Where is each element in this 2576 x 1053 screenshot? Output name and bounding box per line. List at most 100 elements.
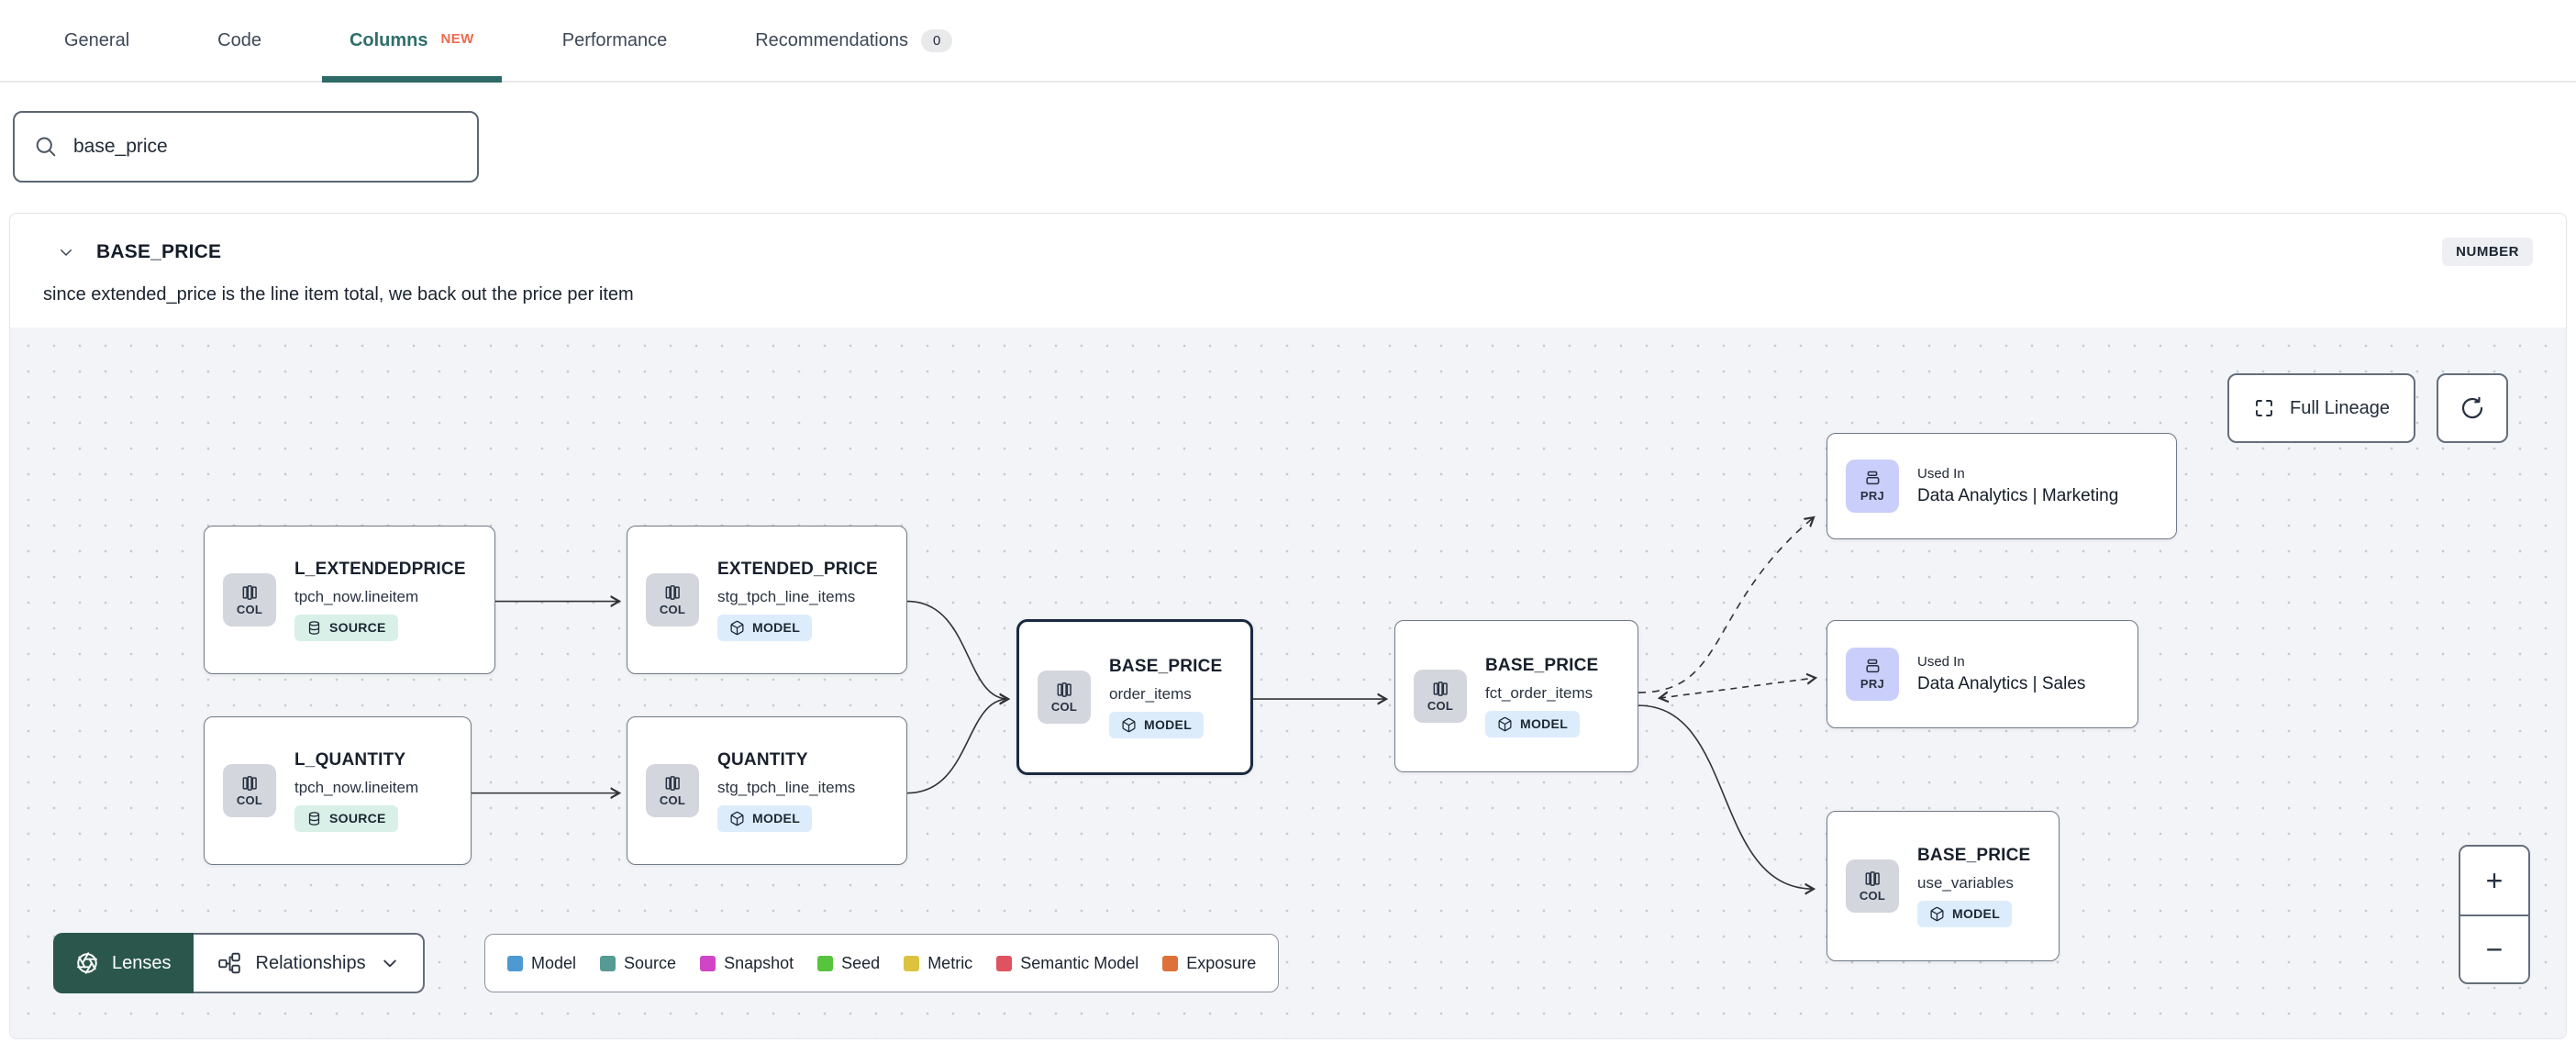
cube-icon — [730, 811, 744, 826]
zoom-in-button[interactable]: + — [2460, 847, 2528, 914]
lineage-node-base-price-fct-order-items[interactable]: COL BASE_PRICE fct_order_items MODEL — [1394, 620, 1638, 772]
lineage-canvas[interactable]: COL L_EXTENDEDPRICE tpch_now.lineitem SO… — [10, 327, 2566, 1038]
column-type-badge: NUMBER — [2442, 238, 2533, 266]
lineage-node-l-quantity[interactable]: COL L_QUANTITY tpch_now.lineitem SOURCE — [204, 716, 472, 865]
column-badge: COL — [1414, 670, 1467, 723]
relationships-label: Relationships — [255, 952, 366, 973]
tab-general[interactable]: General — [37, 0, 157, 81]
node-subtitle: order_items — [1109, 684, 1192, 703]
tab-performance[interactable]: Performance — [535, 0, 695, 81]
legend-swatch — [700, 955, 716, 971]
lenses-toolbar: Lenses Relationships — [53, 933, 425, 993]
tab-columns[interactable]: Columns NEW — [321, 0, 502, 83]
lineage-node-quantity[interactable]: COL QUANTITY stg_tpch_line_items MODEL — [627, 716, 907, 865]
full-lineage-label: Full Lineage — [2290, 397, 2390, 418]
legend-item-model: Model — [507, 954, 576, 973]
relationships-icon — [217, 952, 240, 974]
tab-code[interactable]: Code — [190, 0, 289, 81]
search-row — [13, 111, 2576, 183]
edge-fct-sales — [1660, 678, 1815, 698]
search-input[interactable] — [73, 136, 459, 158]
columns-icon — [665, 776, 680, 791]
new-badge: NEW — [440, 30, 474, 47]
legend-item-source: Source — [600, 954, 676, 973]
column-name: BASE_PRICE — [96, 240, 222, 262]
expand-icon — [2256, 400, 2272, 416]
columns-icon — [1865, 871, 1880, 886]
cube-icon — [1498, 716, 1512, 731]
node-title: L_EXTENDEDPRICE — [294, 559, 466, 579]
cube-icon — [1122, 717, 1136, 732]
zoom-out-button[interactable]: − — [2460, 914, 2528, 982]
column-badge: COL — [1038, 671, 1091, 724]
legend-swatch — [507, 955, 523, 971]
columns-icon — [1057, 682, 1071, 697]
model-kind-badge: MODEL — [717, 614, 813, 641]
columns-icon — [242, 776, 257, 791]
project-name: Data Analytics | Sales — [1917, 674, 2086, 693]
lineage-node-used-in-sales[interactable]: PRJ Used In Data Analytics | Sales — [1827, 620, 2138, 728]
legend-swatch — [904, 955, 920, 971]
legend-swatch — [1162, 955, 1179, 971]
legend-item-metric: Metric — [904, 954, 972, 973]
project-badge: PRJ — [1846, 460, 1899, 513]
node-title: BASE_PRICE — [1917, 845, 2031, 865]
project-name: Data Analytics | Marketing — [1917, 486, 2119, 505]
model-kind-badge: MODEL — [1109, 711, 1205, 738]
legend-item-seed: Seed — [817, 954, 880, 973]
used-in-label: Used In — [1917, 466, 1965, 482]
tab-label: Performance — [561, 29, 668, 50]
chevron-down-icon — [383, 959, 396, 968]
relationships-dropdown[interactable]: Relationships — [193, 933, 425, 993]
tab-label: Code — [217, 29, 261, 50]
model-kind-badge: MODEL — [1485, 710, 1581, 737]
column-description: since extended_price is the line item to… — [43, 284, 634, 305]
stack-icon — [1866, 659, 1880, 673]
column-badge: COL — [646, 573, 699, 626]
tab-recommendations[interactable]: Recommendations 0 — [727, 0, 980, 81]
edge-fct-marketing — [1638, 517, 1814, 693]
column-search-box[interactable] — [13, 111, 479, 183]
node-subtitle: tpch_now.lineitem — [294, 587, 419, 605]
legend-swatch — [996, 955, 1013, 971]
model-kind-badge: MODEL — [717, 804, 813, 832]
model-kind-badge: MODEL — [1917, 900, 2013, 927]
refresh-icon — [2461, 396, 2483, 419]
lineage-node-l-extendedprice[interactable]: COL L_EXTENDEDPRICE tpch_now.lineitem SO… — [204, 526, 495, 674]
lineage-node-base-price-use-variables[interactable]: COL BASE_PRICE use_variables MODEL — [1827, 811, 2060, 961]
column-badge: COL — [646, 764, 699, 817]
lineage-node-used-in-marketing[interactable]: PRJ Used In Data Analytics | Marketing — [1827, 433, 2177, 539]
refresh-button[interactable] — [2437, 373, 2508, 443]
lineage-node-base-price-order-items[interactable]: COL BASE_PRICE order_items MODEL — [1016, 619, 1253, 775]
source-kind-badge: SOURCE — [294, 614, 398, 641]
columns-icon — [1433, 682, 1448, 696]
zoom-controls: + − — [2459, 845, 2530, 984]
lineage-edges — [472, 327, 2566, 1038]
lenses-button[interactable]: Lenses — [53, 933, 194, 993]
legend-item-semantic-model: Semantic Model — [996, 954, 1138, 973]
legend-swatch — [817, 955, 834, 971]
database-icon — [308, 811, 320, 826]
chevron-down-icon[interactable] — [58, 244, 74, 260]
columns-icon — [665, 585, 680, 600]
tab-label: Recommendations — [755, 29, 908, 50]
used-in-label: Used In — [1917, 654, 1965, 670]
column-badge: COL — [223, 573, 276, 626]
aperture-icon — [77, 952, 97, 974]
node-subtitle: use_variables — [1917, 873, 2014, 892]
column-badge: COL — [1846, 859, 1899, 913]
node-subtitle: fct_order_items — [1485, 683, 1593, 702]
column-badge: COL — [223, 764, 276, 817]
legend-item-exposure: Exposure — [1162, 954, 1256, 973]
full-lineage-button[interactable]: Full Lineage — [2227, 373, 2415, 443]
lineage-node-extended-price[interactable]: COL EXTENDED_PRICE stg_tpch_line_items M… — [627, 526, 907, 674]
source-kind-badge: SOURCE — [294, 804, 398, 832]
columns-icon — [242, 585, 257, 600]
legend-swatch — [600, 955, 616, 971]
tab-label: Columns — [349, 29, 428, 50]
node-title: QUANTITY — [717, 749, 808, 770]
edge-fct-usevariables — [1638, 704, 1814, 889]
project-badge: PRJ — [1846, 648, 1899, 701]
node-title: L_QUANTITY — [294, 749, 406, 770]
cube-icon — [1930, 906, 1944, 921]
